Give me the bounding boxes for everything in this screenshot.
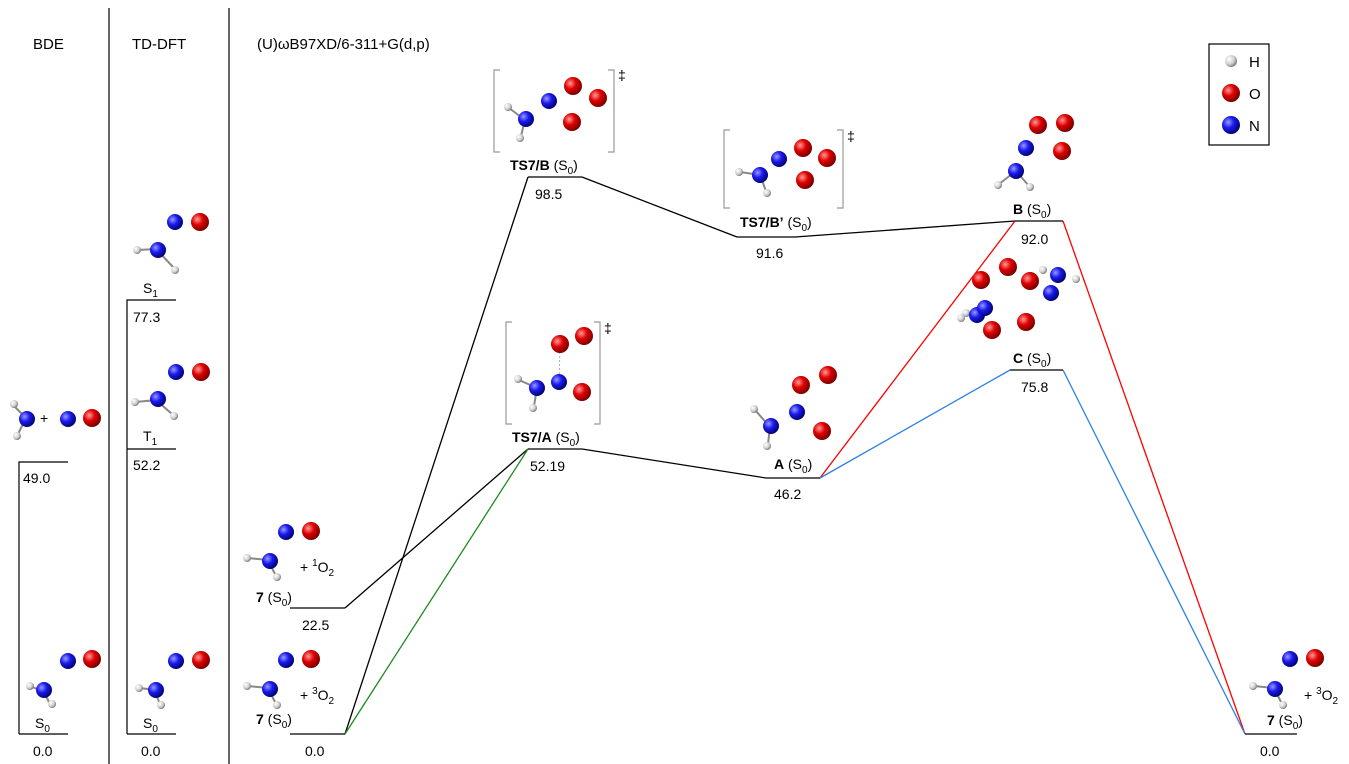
nh2no-t1-molecule-icon: [131, 363, 210, 420]
tddft-s1-label: S1: [143, 280, 158, 300]
intermediate-a: A (S0) 46.2: [750, 366, 837, 502]
path-triplet-to-ts7b: [344, 176, 529, 735]
ts7a-molecule-icon: [514, 327, 593, 412]
ts7b-value: 98.5: [535, 186, 562, 202]
ts7b-dagger: ‡: [618, 67, 626, 83]
oxygen-atom-icon: [1222, 84, 1240, 102]
legend-label-h: H: [1249, 54, 1260, 71]
tddft-s1-value: 77.3: [133, 309, 160, 325]
legend-item-n: N: [1222, 116, 1260, 135]
header-bde: BDE: [33, 36, 64, 53]
a-molecule-icon: [750, 366, 837, 450]
nh2no-reactant-triplet-molecule-icon: [243, 650, 320, 709]
bde-upper-value: 49.0: [23, 470, 50, 486]
ts7b: ‡ TS7/B (S0) 98.5: [493, 67, 626, 202]
tddft-s0-value: 0.0: [141, 743, 161, 759]
tddft-column: S1 77.3 T1 52.2 S0 0.0: [126, 213, 210, 759]
ts7bp-molecule-icon: [735, 139, 836, 197]
reactant-singlet: + 1O2 7 (S0) 22.5: [243, 522, 335, 633]
bde-energy-box: [18, 461, 68, 734]
b-molecule-icon: [994, 114, 1074, 191]
path-ts7bp-to-b: [794, 220, 1016, 238]
legend-item-o: O: [1222, 84, 1261, 103]
ts7b-molecule-icon: [504, 77, 607, 142]
tddft-t1-value: 52.2: [133, 457, 160, 473]
header-method: (U)ωB97XD/6-311+G(d,p): [257, 36, 430, 53]
legend-item-h: H: [1225, 54, 1260, 71]
ts7b-bracket-left: [493, 69, 500, 153]
reactant-triplet-label: 7 (S0): [256, 711, 292, 731]
ts7a-dagger: ‡: [604, 320, 612, 336]
path-singlet-to-ts7a: [344, 448, 529, 609]
tddft-t1-label: T1: [143, 428, 158, 448]
path-ts7b-to-ts7bp: [581, 176, 738, 238]
ts7b-label: TS7/B (S0): [510, 157, 578, 177]
reactant-triplet-partner: + 3O2: [300, 686, 335, 707]
ts7a-value: 52.19: [530, 458, 565, 474]
ts7b-bracket-right: [608, 69, 615, 153]
ts7a-bracket-right: [594, 321, 601, 425]
path-c-to-product: [1062, 369, 1246, 735]
bde-ground-value: 0.0: [33, 743, 53, 759]
reactant-singlet-partner: + 1O2: [300, 558, 335, 579]
tddft-energy-box: [126, 299, 176, 734]
ts7bp-dagger: ‡: [847, 128, 855, 144]
reactant-singlet-label: 7 (S0): [256, 589, 292, 609]
legend: H O N: [1208, 43, 1270, 146]
ts7a: ‡ TS7/A (S0) 52.19: [505, 320, 612, 474]
bde-ground-state-label: S0: [35, 715, 50, 735]
intermediate-b: B (S0) 92.0: [994, 114, 1074, 247]
ts7a-bracket-left: [505, 321, 512, 425]
path-b-to-product: [1062, 220, 1246, 735]
product-triplet: + 3O2 7 (S0) 0.0: [1249, 649, 1339, 759]
energy-levels: [290, 176, 1297, 735]
c-molecule-icon: [957, 258, 1080, 339]
header-tddft: TD-DFT: [132, 36, 186, 53]
ts7b-prime: ‡ TS7/B’ (S0) 91.6: [723, 128, 855, 261]
legend-label-n: N: [1249, 118, 1260, 135]
a-label: A (S0): [774, 456, 812, 476]
path-a-to-b: [819, 220, 1016, 479]
ts7bp-bracket-left: [723, 129, 730, 209]
reaction-paths: [344, 176, 1246, 735]
hydrogen-atom-icon: [1225, 55, 1237, 67]
bde-plus-sign: +: [40, 410, 48, 426]
tddft-s0-label: S0: [143, 715, 158, 735]
product-triplet-partner: + 3O2: [1304, 686, 1339, 707]
bde-column: 49.0 S0 0.0 +: [10, 400, 101, 759]
c-value: 75.8: [1021, 379, 1048, 395]
path-a-to-c: [819, 369, 1011, 479]
reactant-triplet-value: 0.0: [305, 743, 325, 759]
nh2no-molecule-icon: [26, 650, 101, 708]
nh2-plus-no-molecule-icon: +: [10, 400, 101, 440]
path-ts7a-to-a: [581, 448, 767, 479]
product-triplet-value: 0.0: [1260, 743, 1280, 759]
nh2no-reactant-singlet-molecule-icon: [243, 522, 320, 581]
path-triplet-to-ts7a: [344, 448, 529, 735]
b-label: B (S0): [1013, 201, 1051, 221]
section-dividers: [108, 8, 230, 764]
product-triplet-label: 7 (S0): [1267, 712, 1303, 732]
ts7bp-value: 91.6: [756, 245, 783, 261]
ts7bp-bracket-right: [837, 129, 844, 209]
nh2no-product-molecule-icon: [1249, 649, 1324, 709]
reactant-triplet: + 3O2 7 (S0) 0.0: [243, 650, 335, 759]
legend-label-o: O: [1249, 86, 1261, 103]
nitrogen-atom-icon: [1222, 116, 1240, 134]
a-value: 46.2: [774, 486, 801, 502]
intermediate-c: C (S0) 75.8: [957, 258, 1080, 395]
nh2no-s1-molecule-icon: [133, 213, 209, 274]
ts7bp-label: TS7/B’ (S0): [740, 214, 812, 234]
ts7a-label: TS7/A (S0): [512, 429, 580, 449]
c-label: C (S0): [1013, 350, 1051, 370]
b-value: 92.0: [1021, 231, 1048, 247]
reactant-singlet-value: 22.5: [302, 617, 329, 633]
nh2no-s0-molecule-icon: [135, 651, 210, 709]
